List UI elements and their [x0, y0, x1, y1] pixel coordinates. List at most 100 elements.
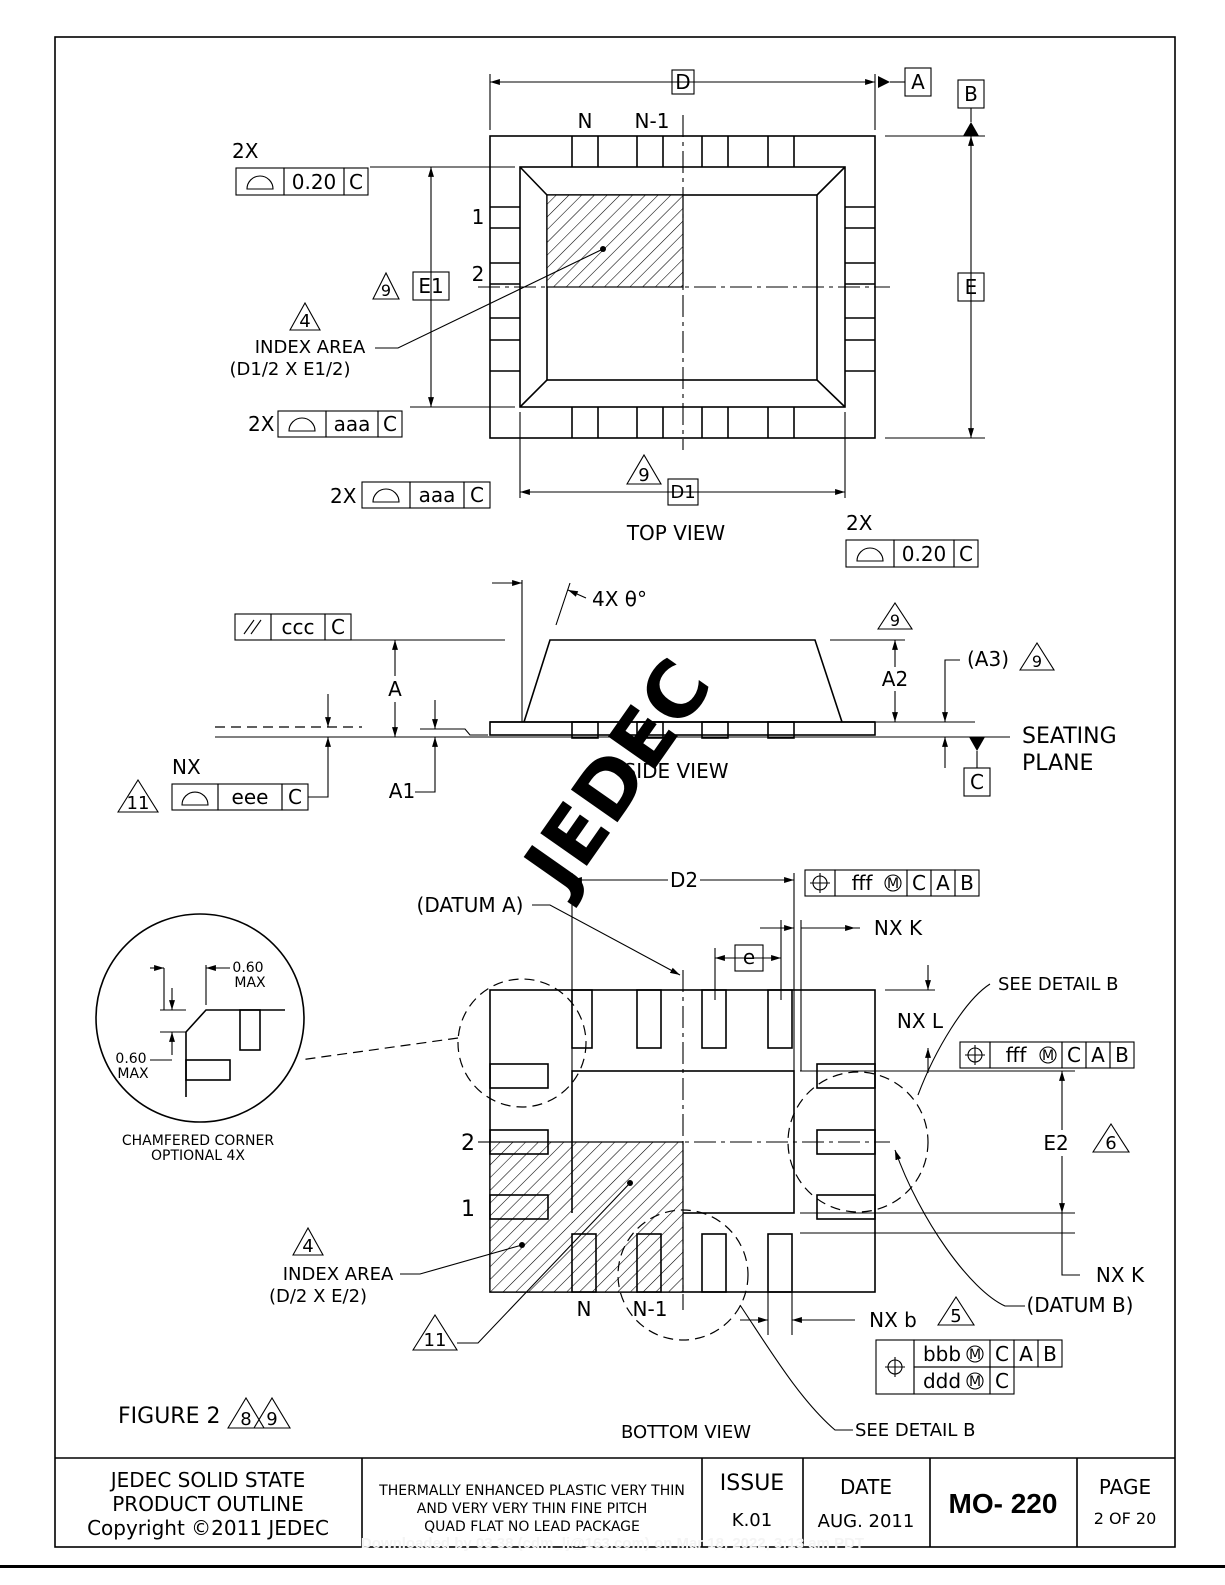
datum-a-callout: (DATUM A) [417, 893, 524, 917]
dim-e2: E2 [1043, 1131, 1068, 1155]
fff-datum-b-right: B [1115, 1043, 1129, 1067]
date-value: AUG. 2011 [818, 1511, 915, 1532]
fcf-aaa-value-1: aaa [334, 412, 371, 436]
bbb-datum-b: B [1043, 1342, 1057, 1366]
bbb-datum-c: C [995, 1342, 1009, 1366]
detail-circle-corner [457, 978, 587, 1108]
seating-label: SEATING [1022, 724, 1117, 749]
max-060-top: 0.60 [232, 960, 263, 976]
nx-l: NX L [897, 1009, 944, 1033]
nx-label: NX [172, 755, 201, 779]
svg-text:M: M [887, 876, 899, 892]
drawing-frame [54, 36, 1176, 1548]
pin-2-bottom: 2 [461, 1131, 475, 1156]
detail-circle [95, 913, 305, 1123]
note-4-bottom: 4 [302, 1236, 313, 1257]
note-9-e1: 9 [381, 281, 391, 300]
max-060-left: 0.60 [115, 1051, 146, 1067]
figure-note-9: 9 [266, 1409, 277, 1430]
top-view-title: TOP VIEW [626, 521, 726, 545]
dim-a1: A1 [389, 779, 415, 803]
dim-d1: D1 [670, 482, 695, 503]
page-value: 2 OF 20 [1094, 1509, 1157, 1528]
chamfered-label: CHAMFERED CORNER [122, 1133, 275, 1149]
svg-text:M: M [969, 1347, 981, 1363]
mmc-icon [884, 874, 902, 892]
bottom-top-leads [571, 989, 793, 1049]
fff-datum-a-top: A [936, 871, 950, 895]
bbb-datum-a: A [1019, 1342, 1033, 1366]
fff-value-top: fff [852, 871, 874, 895]
parallel-datum: C [331, 615, 345, 639]
desc-line-2: AND VERY VERY THIN FINE PITCH [417, 1501, 647, 1517]
note-9-a3: 9 [1032, 652, 1042, 671]
ddd-value: ddd [923, 1369, 961, 1393]
datum-b-callout: (DATUM B) [1027, 1293, 1134, 1317]
fcf-020-label-br: 2X [846, 511, 873, 535]
fcf-aaa-label-1: 2X [248, 412, 275, 436]
dim-a3: (A3) [967, 647, 1009, 671]
note-6: 6 [1105, 1133, 1116, 1154]
dim-e: E [965, 275, 978, 299]
note-11-bottom: 11 [424, 1330, 447, 1351]
top-leads [571, 136, 795, 167]
angle-label: 4X θ° [592, 587, 647, 611]
issue-value: K.01 [732, 1510, 772, 1531]
org-line-2: PRODUCT OUTLINE [112, 1492, 304, 1516]
page-label: PAGE [1099, 1475, 1151, 1499]
see-detail-b-bottom: SEE DETAIL B [855, 1420, 975, 1441]
left-leads [490, 206, 520, 372]
pin-1-top: 1 [472, 205, 485, 229]
desc-line-1: THERMALLY ENHANCED PLASTIC VERY THIN [378, 1483, 685, 1499]
figure-label: FIGURE 2 [118, 1404, 220, 1429]
fcf-020-value-br: 0.20 [902, 542, 947, 566]
nx-k-right: NX K [1096, 1263, 1145, 1287]
org-line-1: JEDEC SOLID STATE [109, 1468, 305, 1492]
side-leads [571, 721, 795, 739]
profile-surface-icon [246, 175, 274, 190]
fff-datum-b-top: B [960, 871, 974, 895]
top-view: D A B E 9 E1 2X 0.20 C N N-1 1 2 [230, 67, 985, 568]
org-line-3: Copyright ©2011 JEDEC [87, 1516, 329, 1540]
title-block: JEDEC SOLID STATE PRODUCT OUTLINE Copyri… [55, 1457, 1175, 1547]
fcf-020-value-tl: 0.20 [292, 170, 337, 194]
fcf-aaa-datum-2: C [470, 483, 484, 507]
svg-text:M: M [969, 1374, 981, 1390]
note-5: 5 [950, 1306, 961, 1327]
right-leads [845, 206, 875, 372]
issue-label: ISSUE [720, 1471, 784, 1496]
parallel-value: ccc [282, 615, 315, 639]
plane-label: PLANE [1022, 751, 1093, 776]
index-area-label-bottom: INDEX AREA [283, 1264, 394, 1285]
detail-b-circle-right [787, 1071, 929, 1213]
fcf-020-label-tl: 2X [232, 139, 259, 163]
max-top: MAX [234, 975, 266, 991]
index-area-size-bottom: (D/2 X E/2) [269, 1286, 367, 1307]
bottom-rule [0, 1565, 1225, 1568]
dim-e1: E1 [418, 274, 443, 298]
fff-datum-c-top: C [912, 871, 926, 895]
bottom-leads [571, 407, 795, 438]
pin-n-top: N [578, 109, 593, 133]
nx-k-top: NX K [874, 916, 923, 940]
fcf-aaa-datum-1: C [383, 412, 397, 436]
fcf-aaa-label-2: 2X [330, 484, 357, 508]
datum-a: A [911, 70, 925, 94]
pin-n-bottom: N [577, 1297, 592, 1321]
dim-e-pitch: e [743, 945, 755, 969]
dim-d: D [675, 70, 690, 94]
note-11-side: 11 [127, 793, 150, 814]
pin-n-minus-1-bottom: N-1 [633, 1297, 668, 1321]
max-left: MAX [117, 1066, 149, 1082]
dim-d2: D2 [670, 868, 698, 892]
fff-datum-c-right: C [1067, 1043, 1081, 1067]
pin-2-top: 2 [472, 262, 485, 286]
pin-1-bottom: 1 [461, 1197, 475, 1222]
fff-datum-a-right: A [1091, 1043, 1105, 1067]
bottom-view: D2 fff M C A B (DATUM A) e NX K NX L SEE… [269, 868, 1145, 1443]
bbb-value: bbb [923, 1342, 961, 1366]
datum-c: C [970, 770, 984, 794]
index-area-hatch [546, 194, 684, 288]
note-9-side-top: 9 [890, 611, 900, 630]
